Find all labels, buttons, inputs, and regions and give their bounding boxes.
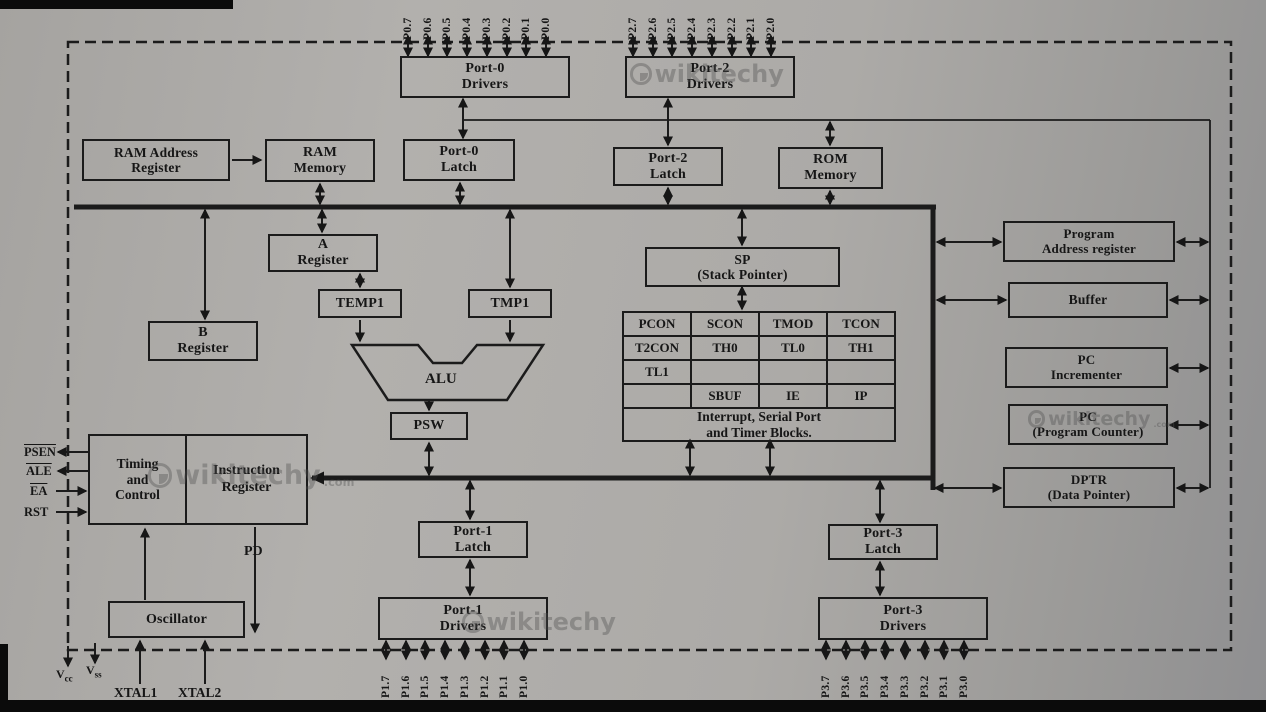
sfr-cell: TL1 (622, 359, 692, 385)
pin-label-p0-6: P0.6 (422, 17, 434, 40)
scan-border-top (0, 0, 233, 9)
pc-incrementer-block: PC Incrementer (1005, 347, 1168, 388)
double-arrows (200, 34, 1210, 661)
pin-label-p1-2: P1.2 (479, 675, 491, 698)
port3-latch-block: Port-3 Latch (828, 524, 938, 560)
pin-label-p1-4: P1.4 (439, 675, 451, 698)
pin-label-p1-1: P1.1 (498, 675, 510, 698)
pin-label-p3-4: P3.4 (879, 675, 891, 698)
pin-label-p2-1: P2.1 (745, 17, 757, 40)
stack-pointer-block: SP (Stack Pointer) (645, 247, 840, 287)
pin-label-p3-6: P3.6 (840, 675, 852, 698)
port1-drivers-block: Port-1 Drivers (378, 597, 548, 640)
pd-label: PD (244, 544, 263, 559)
instruction-register-block: Instruction Register (213, 463, 280, 495)
pin-label-p2-0: P2.0 (765, 17, 777, 40)
tmp1-block: TMP1 (468, 289, 552, 318)
port1-latch-block: Port-1 Latch (418, 521, 528, 558)
a-register-block: A Register (268, 234, 378, 272)
vcc-label: Vcc (56, 667, 73, 684)
pin-label-p2-4: P2.4 (686, 17, 698, 40)
sfr-cell: TH0 (690, 335, 760, 361)
port2-drivers-block: Port-2 Drivers (625, 56, 795, 98)
sfr-cell: T2CON (622, 335, 692, 361)
pin-label-p0-4: P0.4 (461, 17, 473, 40)
pin-label-p3-7: P3.7 (820, 675, 832, 698)
pin-label-p0-7: P0.7 (402, 17, 414, 40)
vss-label: Vss (86, 663, 102, 680)
sfr-cell: SBUF (690, 383, 760, 409)
pin-label-p1-3: P1.3 (459, 675, 471, 698)
timing-and-control-block: Timing and Control (90, 436, 187, 523)
sfr-cell (690, 359, 760, 385)
sfr-cell (622, 383, 692, 409)
pin-label-p1-6: P1.6 (400, 675, 412, 698)
alu-label: ALU (425, 371, 457, 387)
ale-signal-label: ALE (26, 464, 52, 478)
sfr-cell: TCON (826, 311, 896, 337)
psen-signal-label: PSEN (24, 445, 56, 459)
ea-signal-label: EA (30, 484, 48, 498)
pin-label-p3-2: P3.2 (919, 675, 931, 698)
pin-label-p2-3: P2.3 (706, 17, 718, 40)
pin-label-p0-5: P0.5 (441, 17, 453, 40)
pin-label-p2-5: P2.5 (666, 17, 678, 40)
sfr-cell (758, 359, 828, 385)
ram-memory-block: RAM Memory (265, 139, 375, 182)
single-arrows (56, 155, 515, 684)
pin-label-p1-0: P1.0 (518, 675, 530, 698)
sfr-cell: SCON (690, 311, 760, 337)
sfr-table: PCON SCON TMOD TCON T2CON TH0 TL0 TH1 TL… (622, 311, 896, 443)
program-address-register-block: Program Address register (1003, 221, 1175, 262)
pin-label-p3-1: P3.1 (938, 675, 950, 698)
dptr-block: DPTR (Data Pointer) (1003, 467, 1175, 508)
xtal1-label: XTAL1 (114, 685, 158, 700)
pin-label-p2-7: P2.7 (627, 17, 639, 40)
pin-label-p3-3: P3.3 (899, 675, 911, 698)
rst-signal-label: RST (24, 505, 49, 519)
port2-latch-block: Port-2 Latch (613, 147, 723, 186)
sfr-table-caption: Interrupt, Serial Port and Timer Blocks. (622, 406, 896, 443)
pin-label-p3-0: P3.0 (958, 675, 970, 698)
pin-label-p3-5: P3.5 (859, 675, 871, 698)
sfr-cell: IE (758, 383, 828, 409)
alu-shape (349, 343, 546, 402)
b-register-block: B Register (148, 321, 258, 361)
pin-label-p1-7: P1.7 (380, 675, 392, 698)
pin-label-p0-3: P0.3 (481, 17, 493, 40)
pin-label-p0-1: P0.1 (520, 17, 532, 40)
sfr-cell: TL0 (758, 335, 828, 361)
sfr-cell (826, 359, 896, 385)
pin-label-p0-2: P0.2 (501, 17, 513, 40)
program-counter-block: PC (Program Counter) (1008, 404, 1168, 445)
port3-drivers-block: Port-3 Drivers (818, 597, 988, 640)
timing-instruction-block: Timing and Control Instruction Register (88, 434, 308, 525)
ram-address-register-block: RAM Address Register (82, 139, 230, 181)
pin-label-p2-6: P2.6 (647, 17, 659, 40)
xtal2-label: XTAL2 (178, 685, 222, 700)
pin-label-p0-0: P0.0 (540, 17, 552, 40)
routing-lines (463, 119, 1211, 488)
pin-label-p2-2: P2.2 (726, 17, 738, 40)
oscillator-block: Oscillator (108, 601, 245, 638)
sfr-cell: IP (826, 383, 896, 409)
sfr-cell: TMOD (758, 311, 828, 337)
pin-label-p1-5: P1.5 (419, 675, 431, 698)
internal-bus (74, 204, 936, 490)
scan-border-bottom (0, 700, 1266, 712)
buffer-block: Buffer (1008, 282, 1168, 318)
sfr-cell: PCON (622, 311, 692, 337)
rom-memory-block: ROM Memory (778, 147, 883, 189)
scan-border-left (0, 644, 8, 712)
port0-drivers-block: Port-0 Drivers (400, 56, 570, 98)
temp1-block: TEMP1 (318, 289, 402, 318)
sfr-cell: TH1 (826, 335, 896, 361)
port0-latch-block: Port-0 Latch (403, 139, 515, 181)
psw-block: PSW (390, 412, 468, 440)
